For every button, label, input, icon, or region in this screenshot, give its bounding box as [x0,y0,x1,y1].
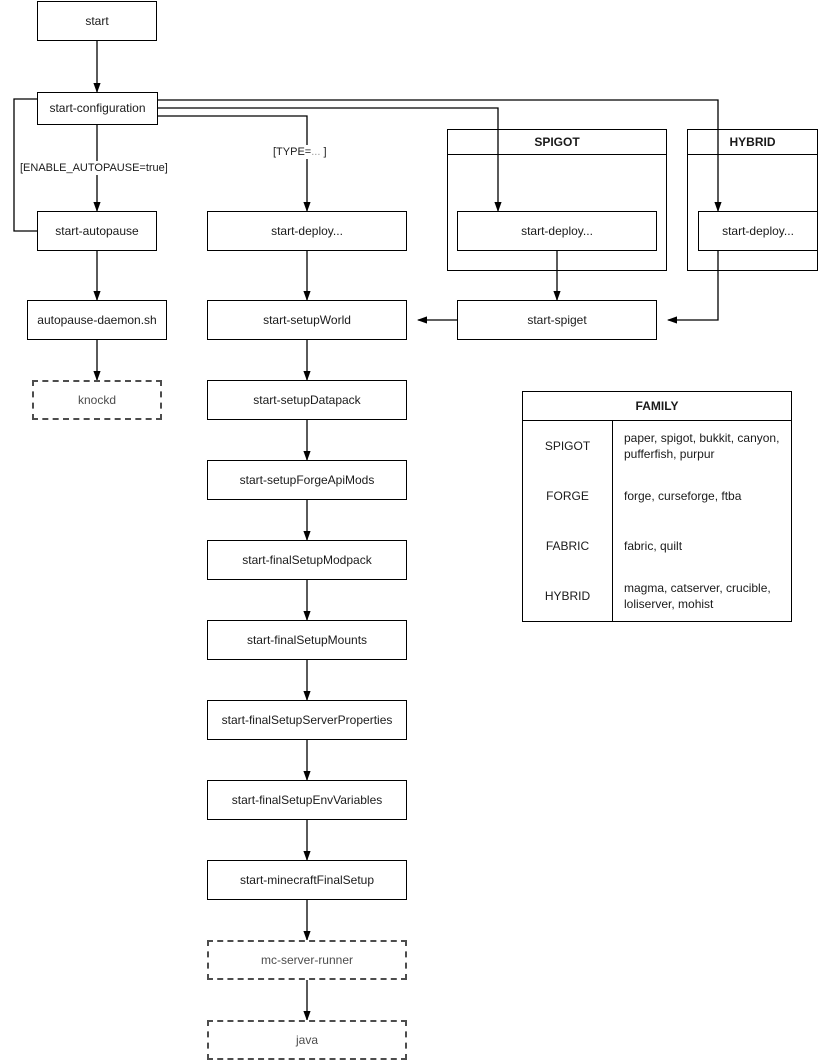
legend-row-value: paper, spigot, bukkit, canyon, pufferfis… [624,430,780,461]
node-start-setup-datapack[interactable]: start-setupDatapack [207,380,407,420]
legend-row: SPIGOT paper, spigot, bukkit, canyon, puf… [523,421,791,471]
edge-configuration-to-deploy-main [158,115,311,212]
node-start-spiget[interactable]: start-spiget [457,300,657,340]
group-hybrid-title: HYBRID [688,130,817,155]
legend-row-value: fabric, quilt [624,538,683,553]
group-spigot-title: SPIGOT [448,130,666,155]
node-mc-server-runner[interactable]: mc-server-runner [207,940,407,980]
node-start-configuration[interactable]: start-configuration [37,92,158,125]
legend-row: HYBRID magma, catserver, crucible, lolise… [523,571,791,621]
legend-row-key: SPIGOT [523,421,613,471]
legend-row-value: forge, curseforge, ftba [624,488,742,503]
node-java[interactable]: java [207,1020,407,1060]
node-start-setup-forge-api-mods[interactable]: start-setupForgeApiMods [207,460,407,500]
legend-row-key: FABRIC [523,521,613,571]
edge-label-type: [TYPE=... ] [271,145,329,159]
edge-label-type-ellipsis: ... [311,146,321,158]
node-start-deploy-hybrid[interactable]: start-deploy... [698,211,818,251]
node-start-final-setup-modpack[interactable]: start-finalSetupModpack [207,540,407,580]
legend-row: FABRIC fabric, quilt [523,521,791,571]
legend-row-key: HYBRID [523,571,613,621]
group-spigot: SPIGOT [447,129,667,271]
node-start-minecraft-final-setup[interactable]: start-minecraftFinalSetup [207,860,407,900]
legend-rows: SPIGOT paper, spigot, bukkit, canyon, puf… [523,421,791,621]
node-start-final-setup-mounts[interactable]: start-finalSetupMounts [207,620,407,660]
group-hybrid: HYBRID [687,129,818,271]
edge-label-enable-autopause: [ENABLE_AUTOPAUSE=true] [18,161,170,175]
edge-label-type-prefix: [TYPE= [273,146,312,158]
legend-family: FAMILY SPIGOT paper, spigot, bukkit, cany… [522,391,792,622]
node-start-final-setup-env-variables[interactable]: start-finalSetupEnvVariables [207,780,407,820]
node-knockd[interactable]: knockd [32,380,162,420]
legend-header: FAMILY [523,392,791,421]
edge-label-type-suffix: ] [323,146,327,158]
node-start-deploy-main[interactable]: start-deploy... [207,211,407,251]
node-start-setup-world[interactable]: start-setupWorld [207,300,407,340]
legend-row-value: magma, catserver, crucible, loliserver, … [624,580,771,611]
node-start-final-setup-server-properties[interactable]: start-finalSetupServerProperties [207,700,407,740]
node-start-autopause[interactable]: start-autopause [37,211,157,251]
node-start[interactable]: start [37,1,157,41]
legend-row-key: FORGE [523,471,613,521]
node-start-deploy-spigot[interactable]: start-deploy... [457,211,657,251]
node-autopause-daemon[interactable]: autopause-daemon.sh [27,300,167,340]
legend-row: FORGE forge, curseforge, ftba [523,471,791,521]
